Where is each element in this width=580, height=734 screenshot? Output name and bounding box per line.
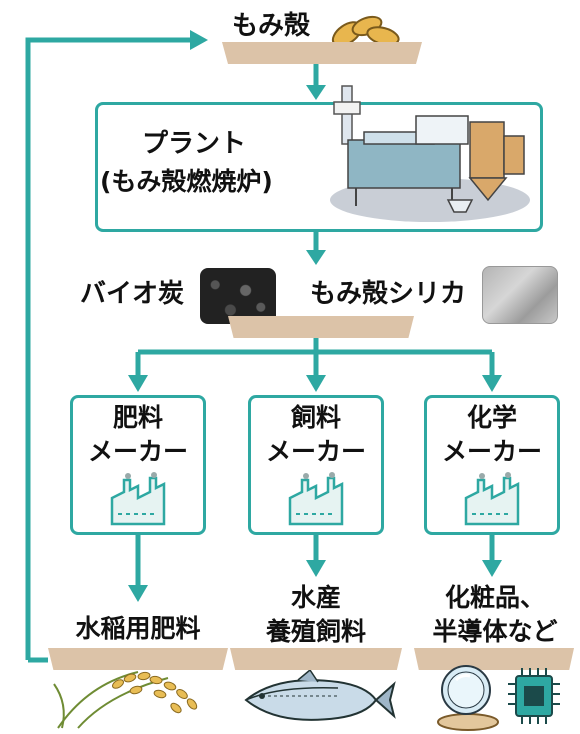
factory-icon <box>110 472 166 526</box>
maker-2-line2: メーカー <box>265 437 366 466</box>
outputs-stand <box>228 316 414 338</box>
top-input-label: もみ殻 <box>232 11 311 41</box>
fish-icon <box>244 670 396 721</box>
product-1-line1: 水稲用肥料 <box>75 614 201 643</box>
plant-machine-illustration <box>330 85 530 222</box>
product-3-stand <box>414 648 574 670</box>
product-3-line1: 化粧品、 <box>444 583 545 612</box>
maker-3-line1: 化学 <box>466 403 517 432</box>
silica-photo <box>482 266 558 324</box>
factory-icon <box>464 472 520 526</box>
top-input-stand <box>222 42 422 64</box>
factory-icon <box>288 472 344 526</box>
product-2-line1: 水産 <box>290 583 341 612</box>
maker-3-line2: メーカー <box>441 437 542 466</box>
product-2-line2: 養殖飼料 <box>265 617 366 646</box>
semiconductor-chip-icon <box>508 668 560 724</box>
product-3-line2: 半導体など <box>432 617 558 646</box>
product-1-stand <box>48 648 228 670</box>
cosmetics-icon <box>437 665 499 731</box>
output-biochar-label: バイオ炭 <box>80 279 185 309</box>
return-loop-line <box>25 37 190 660</box>
plant-title: プラント <box>142 129 247 159</box>
return-loop-arrowhead <box>190 30 208 50</box>
plant-subtitle: (もみ殻燃焼炉) <box>100 167 273 196</box>
biochar-photo <box>200 268 276 324</box>
maker-2-line1: 飼料 <box>290 403 341 432</box>
rice-plant-icon <box>53 671 198 729</box>
product-2-stand <box>230 648 402 670</box>
maker-1-line1: 肥料 <box>112 403 163 432</box>
maker-1-line2: メーカー <box>87 437 188 466</box>
output-silica-label: もみ殻シリカ <box>310 279 467 309</box>
